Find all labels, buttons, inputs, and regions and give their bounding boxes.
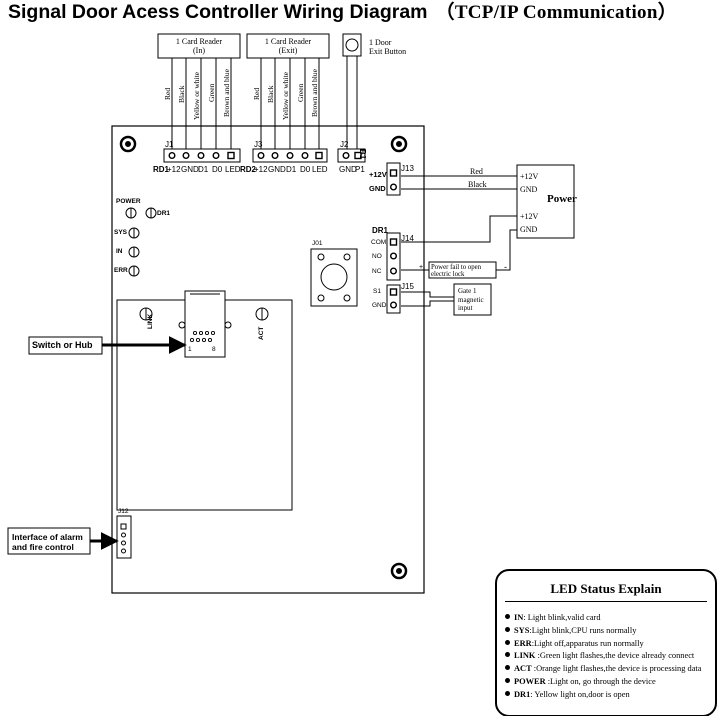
led-label-dr1: DR1 xyxy=(157,210,171,217)
pin-label: NO xyxy=(372,253,382,260)
legend-item: POWER :Light on, go through the device xyxy=(505,676,701,689)
led-label-err: ERR xyxy=(114,267,128,274)
j14-label: J14 xyxy=(401,234,414,243)
pin-label: D1 xyxy=(198,165,209,174)
j2-label: J2 xyxy=(340,140,349,149)
legend-title: LED Status Explain xyxy=(550,581,662,596)
bullet-icon xyxy=(505,665,510,671)
pin-label: GND xyxy=(339,165,357,174)
rj45-pin1: 1 xyxy=(188,346,192,353)
act-label: ACT xyxy=(258,326,265,340)
legend-item: IN: Light blink,valid card xyxy=(505,612,701,625)
card-reader-in-box xyxy=(157,33,241,59)
gate-note-text: Gate 1 magnetic input xyxy=(458,287,484,312)
pin-label: GND xyxy=(268,165,286,174)
pin-label: COM xyxy=(371,239,387,246)
wire-label: Green xyxy=(207,83,216,102)
b1-tag: B1 xyxy=(358,149,367,160)
wire-label: Green xyxy=(296,83,305,102)
led-label-sys: SYS xyxy=(114,229,128,236)
wire-label: Red xyxy=(163,87,172,100)
bullet-icon xyxy=(505,639,510,645)
title-main: Signal Door Acess Controller Wiring Diag… xyxy=(8,1,428,23)
card-reader-exit-box xyxy=(246,33,330,59)
legend-item: LINK :Green light flashes,the device alr… xyxy=(505,650,701,663)
wire-label: Red xyxy=(252,87,261,100)
power-pin: GND xyxy=(520,185,538,194)
rd1-label: RD1 xyxy=(153,165,170,174)
legend-item: SYS:Light blink,CPU runs normally xyxy=(505,625,701,638)
legend-item: ERR:Light off,apparatus run normally xyxy=(505,638,701,651)
j3-label: J3 xyxy=(254,140,263,149)
wire-label: Yellow or white xyxy=(281,72,290,120)
wire-label: Yellow or white xyxy=(192,72,201,120)
pin-label: NC xyxy=(372,268,382,275)
lock-plus: + xyxy=(419,264,424,271)
pin-label: GND xyxy=(181,165,199,174)
pin-label: GND xyxy=(372,302,387,309)
card-reader-exit-label: 1 Card Reader (Exit) xyxy=(264,37,312,55)
alarm-callout-box xyxy=(7,527,91,555)
pin-label: D1 xyxy=(286,165,297,174)
power-pin: GND xyxy=(520,225,538,234)
j12-label: J12 xyxy=(118,508,129,515)
switch-callout: Switch or Hub xyxy=(32,340,93,350)
led-label-power: POWER xyxy=(116,198,141,205)
power-pin: +12V xyxy=(520,212,539,221)
bullet-icon xyxy=(505,626,510,632)
power-wire-black: Black xyxy=(468,180,487,189)
legend-item: DR1: Yellow light on,door is open xyxy=(505,689,701,702)
pin-label: P1 xyxy=(355,165,365,174)
pin-label: D0 xyxy=(300,165,311,174)
legend-divider xyxy=(505,601,707,602)
pin-label: +12V xyxy=(369,170,387,179)
pin-label: GND xyxy=(369,184,386,193)
lock-minus: - xyxy=(504,262,507,272)
title-sub: （TCP/IP Communication） xyxy=(435,2,677,23)
led-legend: LED Status Explain IN: Light blink,valid… xyxy=(495,569,717,716)
j13-label: J13 xyxy=(401,164,414,173)
rj45-pin8: 8 xyxy=(212,346,216,353)
wire-label: Brown and blue xyxy=(222,69,231,117)
bullet-icon xyxy=(505,690,510,696)
legend-list: IN: Light blink,valid card SYS:Light bli… xyxy=(505,612,701,702)
pin-label: LED xyxy=(312,165,328,174)
bullet-icon xyxy=(505,652,510,658)
dr1-header: DR1 xyxy=(372,226,389,235)
wire-label: Black xyxy=(177,85,186,104)
chip-label: J01 xyxy=(312,240,323,247)
diagram-title: Signal Door Acess Controller Wiring Diag… xyxy=(8,1,677,23)
pin-label: S1 xyxy=(373,288,381,295)
power-wire-red: Red xyxy=(470,167,483,176)
j15-label: J15 xyxy=(401,282,414,291)
bullet-icon xyxy=(505,677,510,683)
legend-item: ACT :Orange light flashes,the device is … xyxy=(505,663,701,676)
rj45-port xyxy=(184,290,226,358)
exit-button-label: 1 Door Exit Button xyxy=(369,38,407,56)
pin-label: LED xyxy=(225,165,241,174)
bullet-icon xyxy=(505,614,510,619)
led-label-in: IN xyxy=(116,248,123,255)
j1-label: J1 xyxy=(165,140,174,149)
wire-label: Black xyxy=(266,85,275,104)
power-label: Power xyxy=(547,193,577,205)
pin-label: +12 xyxy=(254,165,268,174)
pin-label: D0 xyxy=(212,165,223,174)
alarm-callout: Interface of alarm and fire control xyxy=(12,532,83,552)
lock-note-text: Power fail to open electric lock xyxy=(431,264,482,278)
gate-note-box xyxy=(453,283,492,316)
pin-label: +12 xyxy=(167,165,181,174)
power-supply-box xyxy=(516,164,575,239)
wire-label: Brown and blue xyxy=(310,69,319,117)
card-reader-in-label: 1 Card Reader (In) xyxy=(175,37,223,55)
link-label: LINK xyxy=(147,313,154,329)
power-pin: +12V xyxy=(520,172,539,181)
rd2-label: RD2 xyxy=(240,165,257,174)
